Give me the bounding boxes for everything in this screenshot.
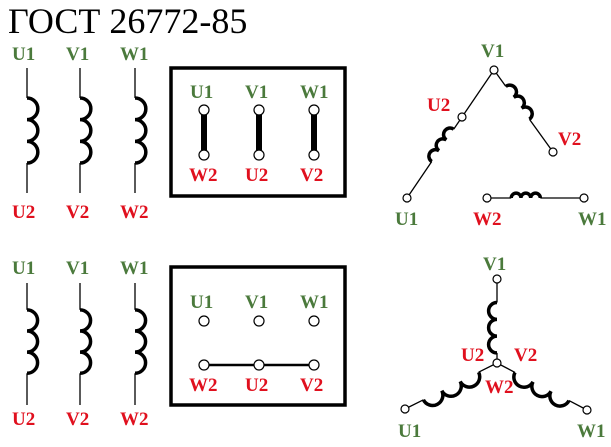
coil-icon: [26, 308, 40, 376]
coil-icon: [79, 96, 93, 165]
box-label-w2: W2: [189, 375, 218, 396]
box-label-u2: U2: [245, 165, 268, 186]
coil-icon: [134, 96, 148, 165]
star-label-u2: U2: [461, 345, 484, 366]
terminal: [492, 358, 502, 368]
terminal: [482, 193, 492, 203]
delta-label-u1: U1: [395, 209, 418, 230]
winding-label-v2: V2: [66, 202, 89, 223]
terminal: [492, 274, 502, 284]
winding-label-v1: V1: [66, 258, 89, 279]
star-label-v1: V1: [483, 254, 506, 275]
terminal: [198, 359, 210, 371]
coil-icon: [504, 83, 534, 121]
delta-label-v2: V2: [558, 129, 581, 150]
box-label-u1: U1: [190, 82, 213, 103]
winding-label-w1: W1: [120, 258, 149, 279]
windings-delta: U1 V1 W1 U2 V2 W2: [12, 44, 149, 223]
terminal: [308, 104, 320, 116]
winding-label-v1: V1: [66, 44, 89, 65]
delta-label-v1: V1: [481, 41, 504, 62]
star-label-w1: W1: [577, 421, 606, 442]
winding-label-u2: U2: [12, 409, 35, 430]
terminal: [253, 104, 265, 116]
terminal: [198, 104, 210, 116]
terminal-box-delta: [169, 66, 347, 198]
coil-icon: [26, 96, 40, 165]
delta-diagram: V1 U2 V2 U1 W2 W1: [395, 41, 607, 230]
box-label-v1: V1: [245, 82, 268, 103]
terminal: [253, 315, 265, 327]
lead-wire: [528, 118, 554, 153]
box-label-v2: V2: [300, 375, 323, 396]
coil-icon: [79, 308, 93, 376]
terminal: [308, 359, 320, 371]
winding-label-u1: U1: [12, 258, 35, 279]
terminal: [308, 149, 320, 161]
terminal: [253, 359, 265, 371]
terminal: [402, 193, 412, 203]
box-label-u1: U1: [190, 292, 213, 313]
terminal: [457, 112, 467, 122]
box-label-w1: W1: [300, 82, 329, 103]
page-title: ГОСТ 26772-85: [8, 1, 247, 41]
terminal: [579, 193, 589, 203]
coil-icon: [427, 126, 455, 163]
terminal: [582, 405, 592, 415]
star-label-w2: W2: [485, 377, 514, 398]
terminal: [198, 149, 210, 161]
coil-icon: [509, 191, 543, 199]
terminal: [400, 404, 410, 414]
winding-label-w2: W2: [120, 409, 149, 430]
box-label-v1: V1: [245, 292, 268, 313]
coil-icon: [134, 308, 148, 376]
terminal: [308, 315, 320, 327]
box-label-w1: W1: [300, 292, 329, 313]
star-label-v2: V2: [514, 345, 537, 366]
coil-icon: [512, 371, 571, 408]
star-diagram: V1 U2 V2 W2 U1 W1: [398, 254, 606, 442]
terminal: [198, 315, 210, 327]
winding-label-w2: W2: [120, 202, 149, 223]
coil-icon: [421, 371, 482, 408]
winding-label-u2: U2: [12, 202, 35, 223]
lead-wire: [406, 161, 433, 199]
delta-label-w1: W1: [578, 209, 607, 230]
box-label-w2: W2: [189, 165, 218, 186]
terminal-box-star: [169, 265, 347, 407]
box-label-v2: V2: [300, 165, 323, 186]
delta-side: [461, 69, 495, 118]
terminal: [489, 65, 499, 75]
winding-label-w1: W1: [120, 44, 149, 65]
coil-icon: [486, 300, 498, 355]
terminal: [548, 147, 558, 157]
windings-star: U1 V1 W1 U2 V2 W2: [12, 258, 149, 430]
star-label-u1: U1: [398, 421, 421, 442]
winding-label-v2: V2: [66, 409, 89, 430]
terminal: [253, 149, 265, 161]
box-label-u2: U2: [245, 375, 268, 396]
delta-label-u2: U2: [427, 95, 450, 116]
delta-label-w2: W2: [473, 209, 502, 230]
winding-label-u1: U1: [12, 44, 35, 65]
